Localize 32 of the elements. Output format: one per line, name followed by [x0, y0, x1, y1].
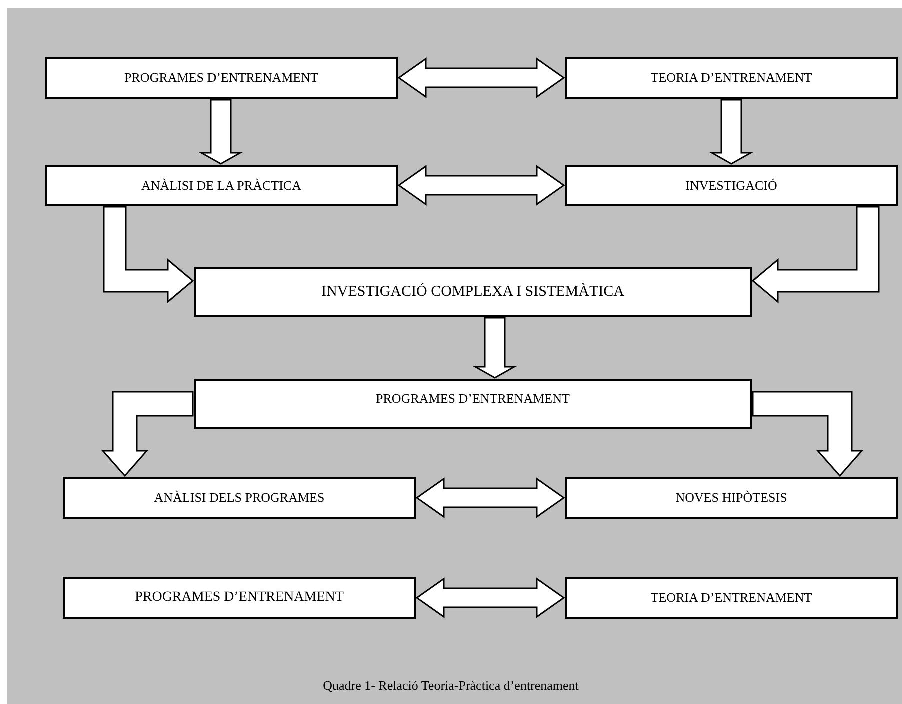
box-label: INVESTIGACIÓ: [686, 178, 778, 194]
double-block-arrow: [416, 578, 566, 618]
process-box: [45, 57, 398, 99]
box-label: PROGRAMES D’ENTRENAMENT: [376, 391, 570, 407]
double-block-arrow: [416, 478, 566, 518]
block-arrow: [198, 99, 244, 165]
process-box: [194, 267, 752, 317]
process-box: [565, 57, 898, 99]
process-box: [565, 477, 898, 519]
process-box: [63, 577, 416, 619]
block-arrow: [752, 391, 864, 478]
box-label: ANÀLISI DELS PROGRAMES: [154, 490, 325, 506]
box-label: TEORIA D’ENTRENAMENT: [650, 590, 812, 606]
block-arrow: [103, 206, 194, 304]
box-label: INVESTIGACIÓ COMPLEXA I SISTEMÀTICA: [322, 284, 624, 300]
double-block-arrow: [398, 58, 566, 98]
box-label: PROGRAMES D’ENTRENAMENT: [135, 590, 344, 606]
box-label: ANÀLISI DE LA PRÀCTICA: [142, 178, 302, 194]
box-label: NOVES HIPÒTESIS: [676, 490, 788, 506]
process-box: [45, 165, 398, 206]
double-block-arrow: [398, 165, 566, 206]
process-box: [565, 577, 898, 619]
process-box: [63, 477, 416, 519]
block-arrow: [472, 317, 518, 379]
block-arrow: [752, 206, 880, 304]
caption: Quadre 1- Relació Teoria-Pràctica d’entrenament: [323, 678, 579, 693]
block-arrow: [709, 99, 754, 165]
box-label: TEORIA D’ENTRENAMENT: [650, 70, 812, 86]
block-arrow: [101, 391, 194, 478]
process-box: [194, 379, 752, 429]
box-label: PROGRAMES D’ENTRENAMENT: [124, 70, 318, 86]
process-box: [565, 165, 898, 206]
